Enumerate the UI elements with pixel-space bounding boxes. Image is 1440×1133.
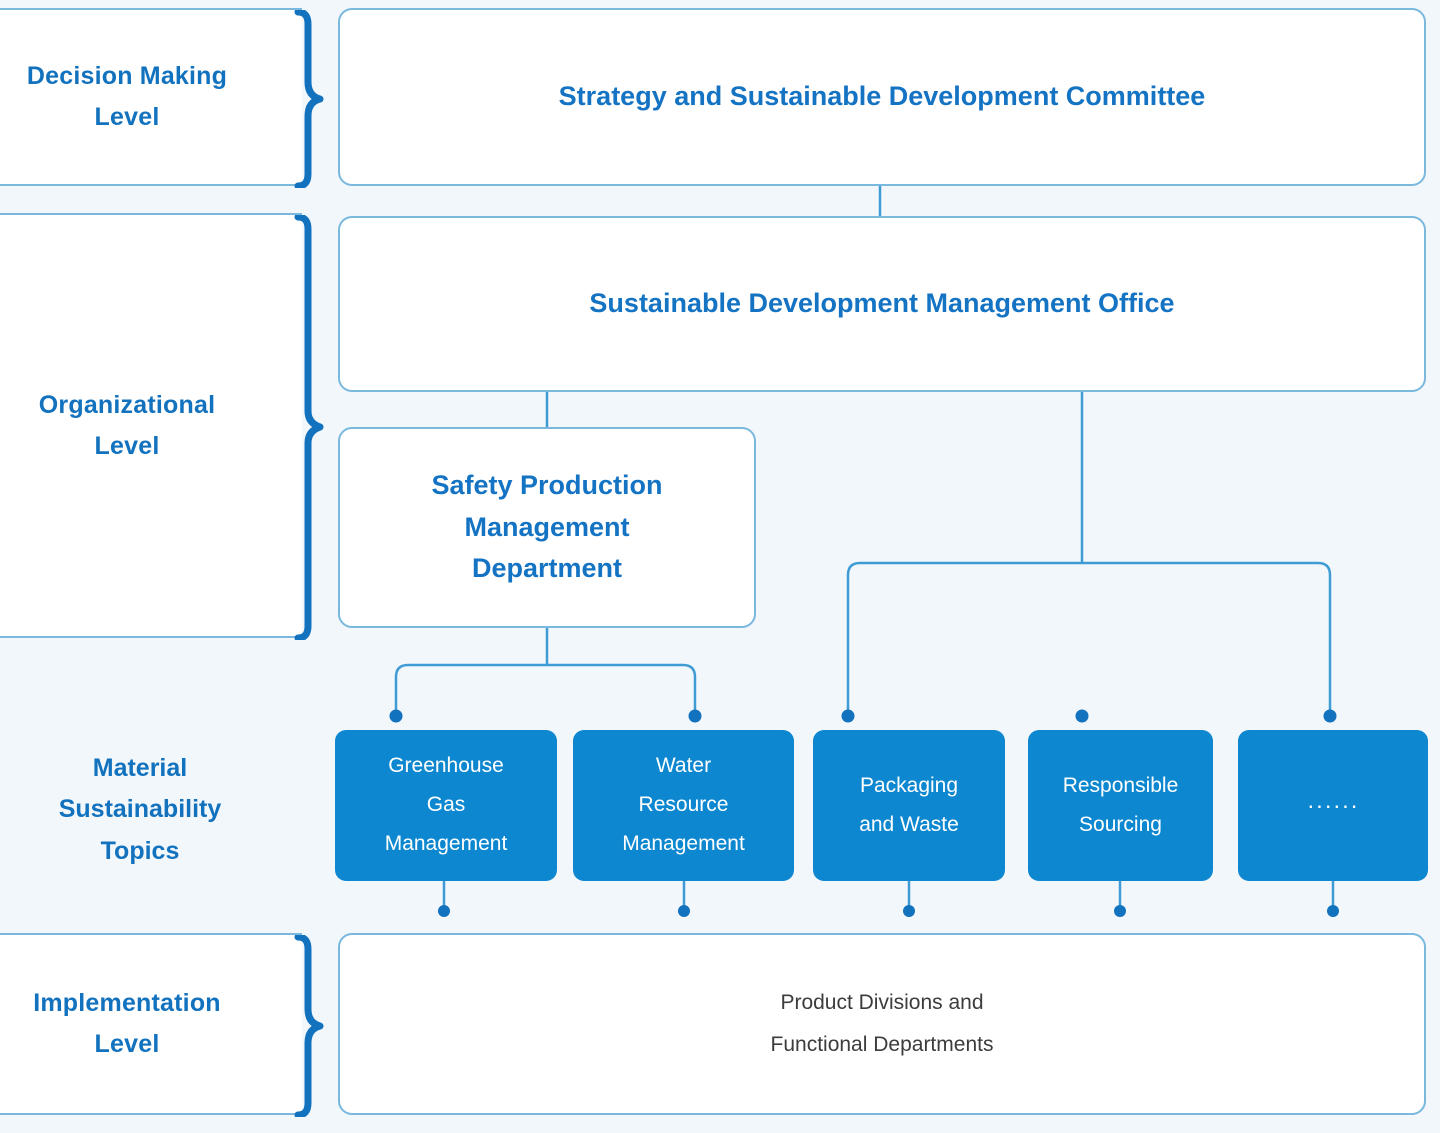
topic-line3: Management	[384, 831, 508, 855]
level-label-line1: Organizational	[38, 390, 216, 419]
topic-line2: Sourcing	[1079, 812, 1162, 836]
topic-label: Packaging and Waste	[849, 767, 969, 845]
topic-line1: Responsible	[1062, 773, 1179, 797]
node-management-office-label: Sustainable Development Management Offic…	[589, 288, 1175, 319]
node-safety-production-department[interactable]: Safety Production Management Department	[338, 427, 756, 628]
topic-label: Responsible Sourcing	[1053, 767, 1189, 845]
wire-safety-branch	[394, 663, 697, 716]
topic-line1: Packaging	[859, 773, 959, 797]
level-label-material-topics: Material Sustainability Topics	[20, 748, 260, 872]
dot-below-topic-5	[1327, 905, 1339, 917]
node-implementation-departments-label: Product Divisions and Functional Departm…	[753, 982, 1012, 1066]
node-management-office[interactable]: Sustainable Development Management Offic…	[338, 216, 1426, 392]
topic-line2: and Waste	[859, 812, 959, 836]
node-strategy-committee[interactable]: Strategy and Sustainable Development Com…	[338, 8, 1426, 186]
node-implementation-departments[interactable]: Product Divisions and Functional Departm…	[338, 933, 1426, 1115]
level-label-line1: Decision Making	[26, 61, 228, 90]
level-label-line2: Level	[94, 1030, 160, 1058]
topic-water-resource-management[interactable]: Water Resource Management	[573, 730, 794, 881]
topic-label: ······	[1307, 792, 1359, 819]
dot-above-topic-3	[841, 709, 855, 723]
node-text-line1: Product Divisions and	[780, 991, 984, 1014]
level-label-line1: Material	[92, 754, 188, 782]
dot-below-topic-3	[903, 905, 915, 917]
dot-above-topic-1	[389, 709, 403, 723]
brace-organizational	[294, 215, 324, 640]
level-label-implementation: Implementation Level	[0, 983, 254, 1066]
brace-implementation	[294, 935, 324, 1117]
topic-line2: Gas	[426, 793, 466, 817]
level-panel-organizational: Organizational Level	[0, 213, 324, 640]
topic-packaging-and-waste[interactable]: Packaging and Waste	[813, 730, 1005, 881]
node-text-line2: Management	[464, 511, 630, 542]
dot-above-topic-5	[1323, 709, 1337, 723]
level-panel-implementation: Implementation Level	[0, 933, 324, 1117]
node-text-line1: Safety Production	[431, 469, 663, 500]
wire-topic-bus-right	[846, 561, 1332, 716]
topic-label: Greenhouse Gas Management	[375, 747, 518, 864]
node-safety-production-department-label: Safety Production Management Department	[413, 465, 680, 591]
level-label-line3: Topics	[100, 836, 180, 865]
brace-decision-making	[294, 10, 324, 188]
node-text-line3: Department	[471, 553, 623, 584]
level-label-line2: Sustainability	[58, 795, 222, 824]
topic-line2: Resource	[638, 793, 729, 817]
level-label-line2: Level	[94, 103, 160, 131]
topic-line1: Water	[655, 754, 712, 778]
node-strategy-committee-label: Strategy and Sustainable Development Com…	[558, 81, 1206, 112]
level-label-line2: Level	[94, 431, 160, 460]
topic-greenhouse-gas-management[interactable]: Greenhouse Gas Management	[335, 730, 557, 881]
topic-more-topics[interactable]: ······	[1238, 730, 1428, 881]
dot-below-topic-2	[678, 905, 690, 917]
dot-below-topic-4	[1114, 905, 1126, 917]
node-text-line2: Functional Departments	[770, 1033, 994, 1056]
topic-responsible-sourcing[interactable]: Responsible Sourcing	[1028, 730, 1213, 881]
level-panel-decision-making: Decision Making Level	[0, 8, 324, 188]
topic-line1: Greenhouse	[388, 754, 504, 778]
level-label-decision-making: Decision Making Level	[0, 56, 254, 139]
dot-above-topic-4	[1075, 709, 1089, 723]
dot-above-topic-2	[688, 709, 702, 723]
dot-below-topic-1	[438, 905, 450, 917]
topic-line3: Management	[622, 831, 745, 855]
level-label-organizational: Organizational Level	[0, 384, 254, 467]
level-label-line1: Implementation	[33, 988, 221, 1017]
topic-label: Water Resource Management	[612, 747, 755, 864]
